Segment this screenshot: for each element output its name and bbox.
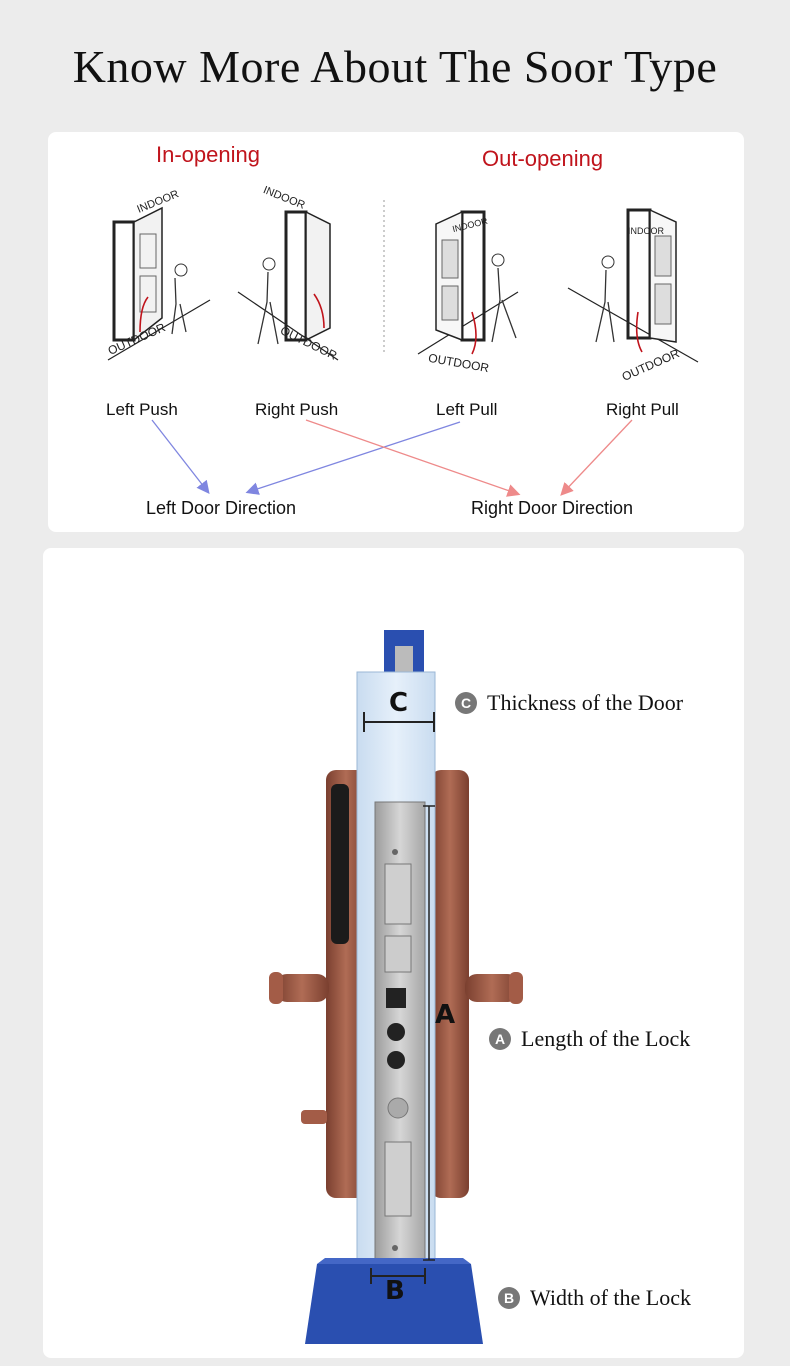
- in-opening-heading: In-opening: [156, 142, 260, 167]
- arrow-left-push: [151, 419, 210, 495]
- a-badge-icon: A: [489, 1028, 511, 1050]
- width-callout: B Width of the Lock: [498, 1285, 691, 1311]
- door-illustration-right-push: [237, 210, 339, 361]
- indoor-text-4: INDOOR: [628, 226, 664, 236]
- outer-handle: [275, 974, 329, 1002]
- thickness-callout: C Thickness of the Door: [455, 690, 683, 716]
- arrow-left-pull: [245, 421, 461, 495]
- arrow-right-push: [305, 419, 521, 497]
- out-opening-heading: Out-opening: [482, 146, 604, 171]
- door-illustration-left-push: [107, 206, 211, 361]
- right-pull-label: Right Pull: [606, 400, 679, 419]
- door-illustration-right-pull: [567, 208, 699, 363]
- c-badge-icon: C: [455, 692, 477, 714]
- dim-c-letter: C: [389, 688, 409, 718]
- dim-a-letter: A: [435, 1000, 456, 1030]
- left-door-direction-label: Left Door Direction: [146, 498, 297, 518]
- b-badge-icon: B: [498, 1287, 520, 1309]
- length-label: Length of the Lock: [521, 1026, 691, 1051]
- right-push-label: Right Push: [255, 400, 339, 419]
- length-callout: A Length of the Lock: [489, 1026, 690, 1052]
- arrow-right-pull: [560, 419, 633, 496]
- width-label: Width of the Lock: [530, 1285, 692, 1310]
- page-title: Know More About The Soor Type: [72, 41, 718, 92]
- inner-handle: [465, 974, 519, 1002]
- door-type-card: In-opening Out-opening INDOOR INDOOR IND…: [48, 132, 744, 532]
- inner-escutcheon: [431, 770, 469, 1198]
- door-type-diagram: [107, 200, 699, 497]
- dim-b-letter: B: [385, 1276, 405, 1306]
- thickness-label: Thickness of the Door: [487, 690, 684, 715]
- display-base: [305, 1264, 483, 1344]
- left-pull-label: Left Pull: [436, 400, 498, 419]
- left-push-label: Left Push: [106, 400, 178, 419]
- lock-dimension-card: C A B C Thickness of the Door A Length o…: [43, 548, 744, 1358]
- lock-illustration: [269, 630, 523, 1344]
- right-door-direction-label: Right Door Direction: [471, 498, 634, 518]
- door-illustration-left-pull: [417, 210, 519, 355]
